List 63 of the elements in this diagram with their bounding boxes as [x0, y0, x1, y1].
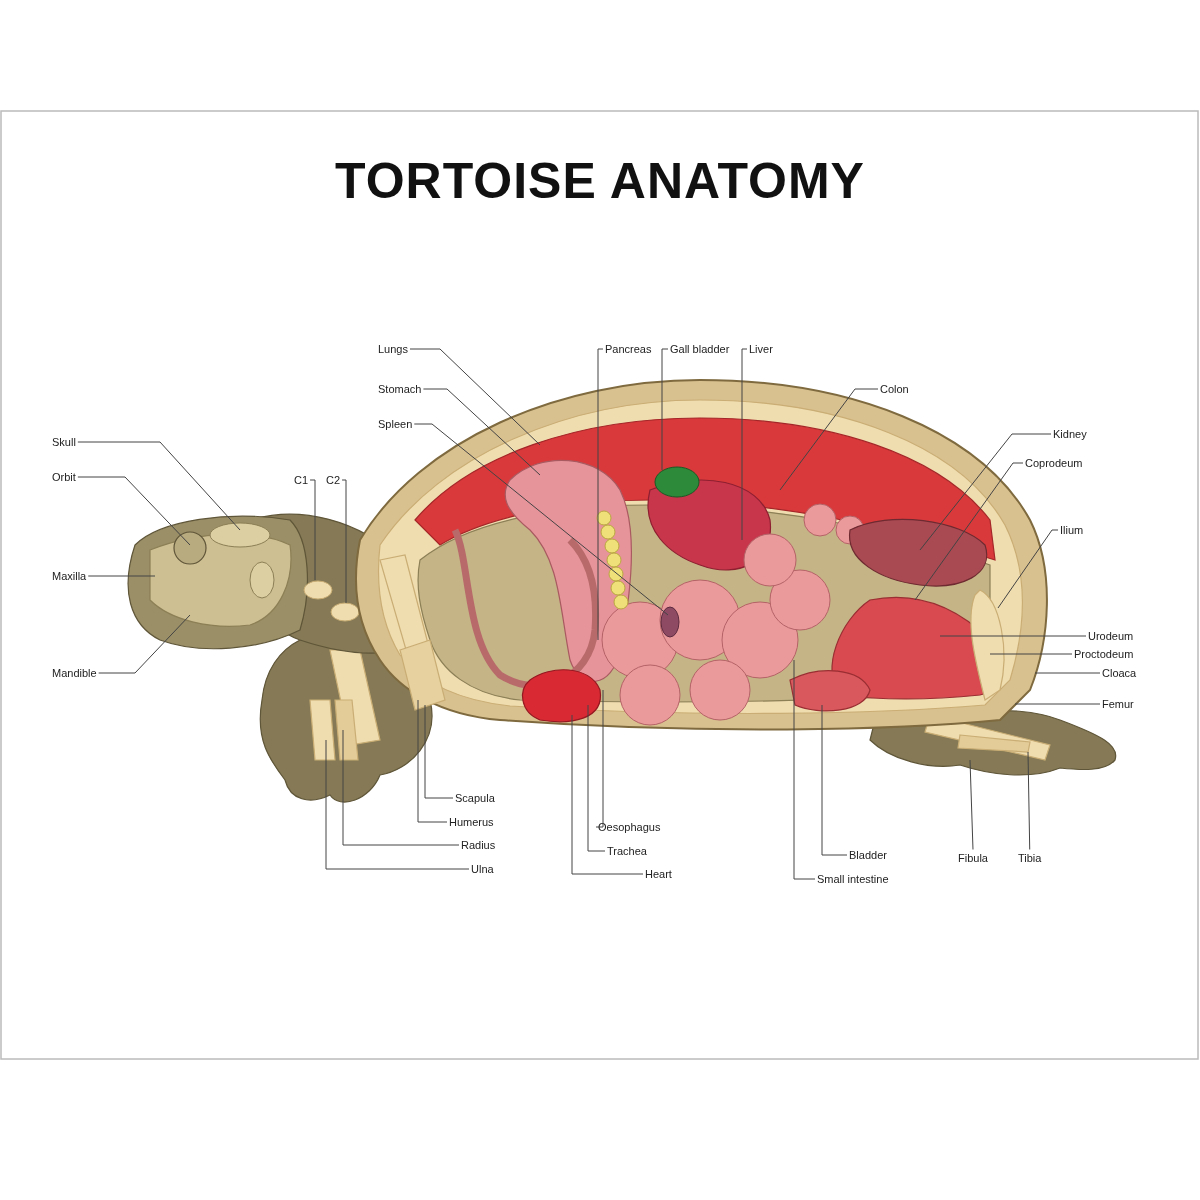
part-label: Cloaca — [1102, 666, 1137, 680]
leader-line — [587, 704, 606, 852]
leader-line — [1027, 751, 1031, 850]
leader-line — [1014, 703, 1101, 705]
part-label: Humerus — [449, 815, 494, 829]
leader-line — [939, 635, 1087, 637]
part-label: Bladder — [849, 848, 887, 862]
part-label: Ulna — [471, 862, 494, 876]
part-label: Coprodeum — [1025, 456, 1083, 470]
leader-line — [595, 689, 604, 828]
leader-line — [413, 423, 669, 616]
leader-line — [969, 759, 974, 850]
part-label: Pancreas — [605, 342, 652, 356]
leader-line — [914, 462, 1024, 601]
part-label: Proctodeum — [1074, 647, 1134, 661]
part-label: C1 — [294, 473, 309, 487]
part-label: Heart — [645, 867, 672, 881]
part-label: Ilium — [1060, 523, 1084, 537]
part-label: Skull — [52, 435, 76, 449]
leader-line — [342, 729, 460, 846]
leader-line — [997, 529, 1059, 609]
part-label: Scapula — [455, 791, 495, 805]
leader-line — [1034, 672, 1101, 674]
leader-line — [409, 348, 541, 446]
leader-line — [597, 348, 604, 641]
part-label: C2 — [326, 473, 341, 487]
part-label: Colon — [880, 382, 909, 396]
leader-line — [77, 476, 191, 546]
leader-line — [422, 388, 541, 476]
part-label: Femur — [1102, 697, 1134, 711]
part-label: Kidney — [1053, 427, 1087, 441]
part-label: Trachea — [607, 844, 647, 858]
leader-line — [741, 348, 748, 541]
part-label: Mandible — [52, 666, 97, 680]
leader-line — [325, 739, 470, 870]
part-label: Spleen — [378, 417, 413, 431]
part-label: Urodeum — [1088, 629, 1134, 643]
part-label: Maxilla — [52, 569, 87, 583]
leader-line — [417, 699, 448, 823]
part-label: Liver — [749, 342, 773, 356]
leader-line — [571, 714, 644, 875]
part-label: Orbit — [52, 470, 76, 484]
leader-line — [989, 653, 1073, 655]
leader-line — [779, 388, 879, 491]
part-label: Stomach — [378, 382, 422, 396]
poster-title: TORTOISE ANATOMY — [334, 152, 866, 210]
part-label: Gall bladder — [670, 342, 730, 356]
part-label: Radius — [461, 838, 496, 852]
leader-line — [87, 575, 156, 577]
leader-line — [661, 348, 669, 471]
leader-line — [77, 441, 241, 531]
part-label: Tibia — [1018, 851, 1042, 865]
part-label: Small intestine — [817, 872, 889, 886]
part-label: Lungs — [378, 342, 408, 356]
leader-line — [821, 704, 848, 856]
part-label: Oesophagus — [598, 820, 661, 834]
leader-line — [341, 479, 347, 604]
part-label: Fibula — [958, 851, 988, 865]
leader-line — [98, 614, 191, 674]
leader-line — [309, 479, 316, 581]
leader-line — [793, 659, 816, 880]
leader-line — [424, 704, 454, 799]
leader-line — [919, 433, 1052, 551]
